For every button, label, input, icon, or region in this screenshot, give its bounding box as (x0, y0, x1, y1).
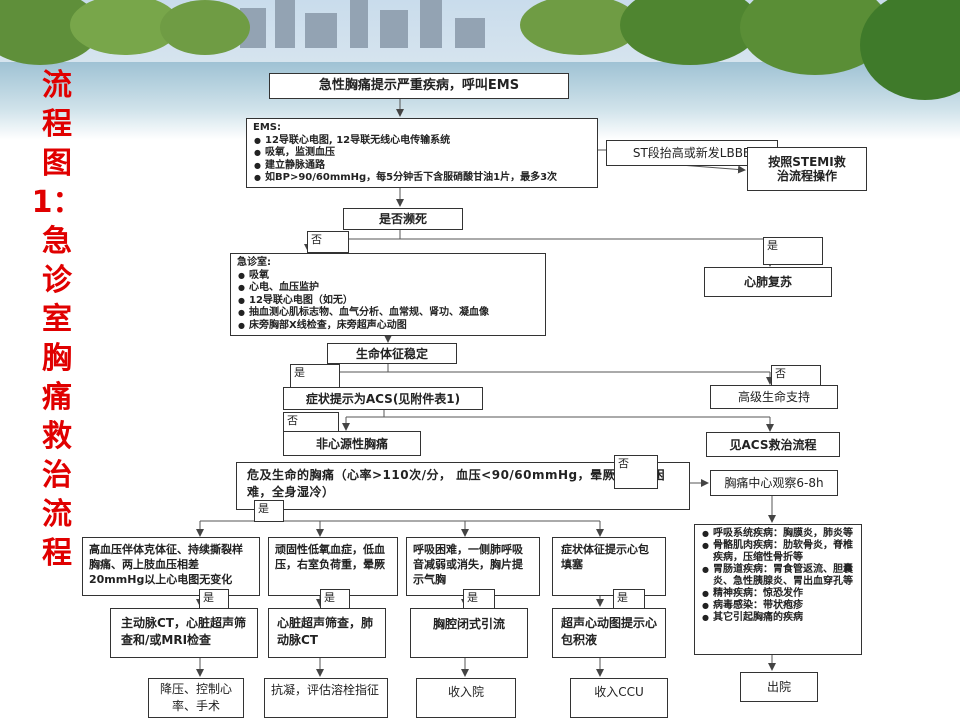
er-item: 心电、血压监护 (238, 282, 539, 295)
outcome-admit: 收入院 (416, 678, 516, 718)
er-item: 12导联心电图（如无） (238, 295, 539, 308)
node-vital-stable: 生命体征稳定 (327, 343, 457, 364)
label-yes: 是 (763, 237, 823, 265)
city-building (275, 0, 295, 48)
city-building (420, 0, 442, 48)
cond-pulmonary-embolism: 顽固性低氧血症，低血压，右室负荷重，晕厥 (268, 537, 398, 596)
node-dying: 是否濒死 (343, 208, 463, 230)
label-no: 否 (614, 455, 658, 489)
cond-pneumothorax: 呼吸困难，一侧肺呼吸音减弱或消失，胸片提示气胸 (406, 537, 540, 596)
er-item: 抽血测心肌标志物、血气分析、血常规、肾功、凝血像 (238, 307, 539, 320)
ems-item: 吸氧，监测血压 (254, 147, 591, 160)
cond-aortic-dissection: 高血压伴体克体征、持续撕裂样胸痛、两上肢血压相差20mmHg以上心电图无变化 (82, 537, 260, 596)
er-item: 床旁胸部X线检查，床旁超声心动图 (238, 320, 539, 333)
outcome-pulmonary: 抗凝，评估溶栓指征 (264, 678, 388, 718)
tree-foliage (160, 0, 250, 55)
ems-item: 建立静脉通路 (254, 160, 591, 173)
cond-pericardial-tamponade: 症状体征提示心包填塞 (552, 537, 666, 596)
node-ems-actions: EMS: 12导联心电图, 12导联无线心电传输系统 吸氧，监测血压 建立静脉通… (246, 118, 598, 188)
test-aortic-ct: 主动脉CT，心脏超声筛查和/或MRI检查 (110, 608, 258, 658)
disease-item: 其它引起胸痛的疾病 (702, 612, 855, 624)
node-cpr: 心肺复苏 (704, 267, 832, 297)
city-building (380, 10, 408, 48)
test-echo-effusion: 超声心动图提示心包积液 (552, 608, 666, 658)
disease-item: 病毒感染：带状疱疹 (702, 600, 855, 612)
node-acs-hint: 症状提示为ACS(见附件表1) (283, 387, 483, 410)
node-acs-protocol: 见ACS救治流程 (706, 432, 840, 457)
label-yes: 是 (320, 589, 350, 611)
ems-item: 12导联心电图, 12导联无线心电传输系统 (254, 135, 591, 148)
node-noncardiac: 非心源性胸痛 (283, 431, 421, 456)
city-building (305, 13, 337, 48)
disease-item: 呼吸系统疾病：胸膜炎，肺炎等 (702, 528, 855, 540)
label-yes: 是 (254, 500, 284, 522)
node-observe: 胸痛中心观察6-8h (710, 470, 838, 496)
disease-item: 精神疾病：惊恐发作 (702, 588, 855, 600)
test-pulmonary-ct: 心脏超声筛查，肺动脉CT (268, 608, 386, 658)
node-er-actions: 急诊室: 吸氧 心电、血压监护 12导联心电图（如无） 抽血测心肌标志物、血气分… (230, 253, 546, 336)
action-chest-drain: 胸腔闭式引流 (410, 608, 528, 658)
er-item: 吸氧 (238, 270, 539, 283)
label-no: 否 (307, 231, 349, 253)
tree-foliage (620, 0, 760, 65)
side-title: 流程图1：急诊室胸痛救治流程 (31, 68, 83, 571)
city-building (350, 0, 368, 48)
node-other-diseases: 呼吸系统疾病：胸膜炎，肺炎等 骨骼肌肉疾病：肋软骨炎，脊椎疾病，压缩性骨折等 胃… (694, 524, 862, 655)
outcome-ccu: 收入CCU (570, 678, 668, 718)
node-call-ems: 急性胸痛提示严重疾病，呼叫EMS (269, 73, 569, 99)
er-heading: 急诊室: (237, 257, 271, 268)
node-stemi-protocol: 按照STEMI救治流程操作 (747, 147, 867, 191)
node-discharge: 出院 (740, 672, 818, 702)
disease-item: 胃肠道疾病：胃食管返流、胆囊炎、急性胰腺炎、胃出血穿孔等 (702, 564, 855, 588)
ems-heading: EMS: (253, 122, 281, 133)
ems-item: 如BP>90/60mmHg，每5分钟舌下含服硝酸甘油1片，最多3次 (254, 172, 591, 185)
outcome-aortic: 降压、控制心率、手术 (148, 678, 244, 718)
disease-item: 骨骼肌肉疾病：肋软骨炎，脊椎疾病，压缩性骨折等 (702, 540, 855, 564)
node-advanced-life-support: 高级生命支持 (710, 385, 838, 409)
city-building (455, 18, 485, 48)
